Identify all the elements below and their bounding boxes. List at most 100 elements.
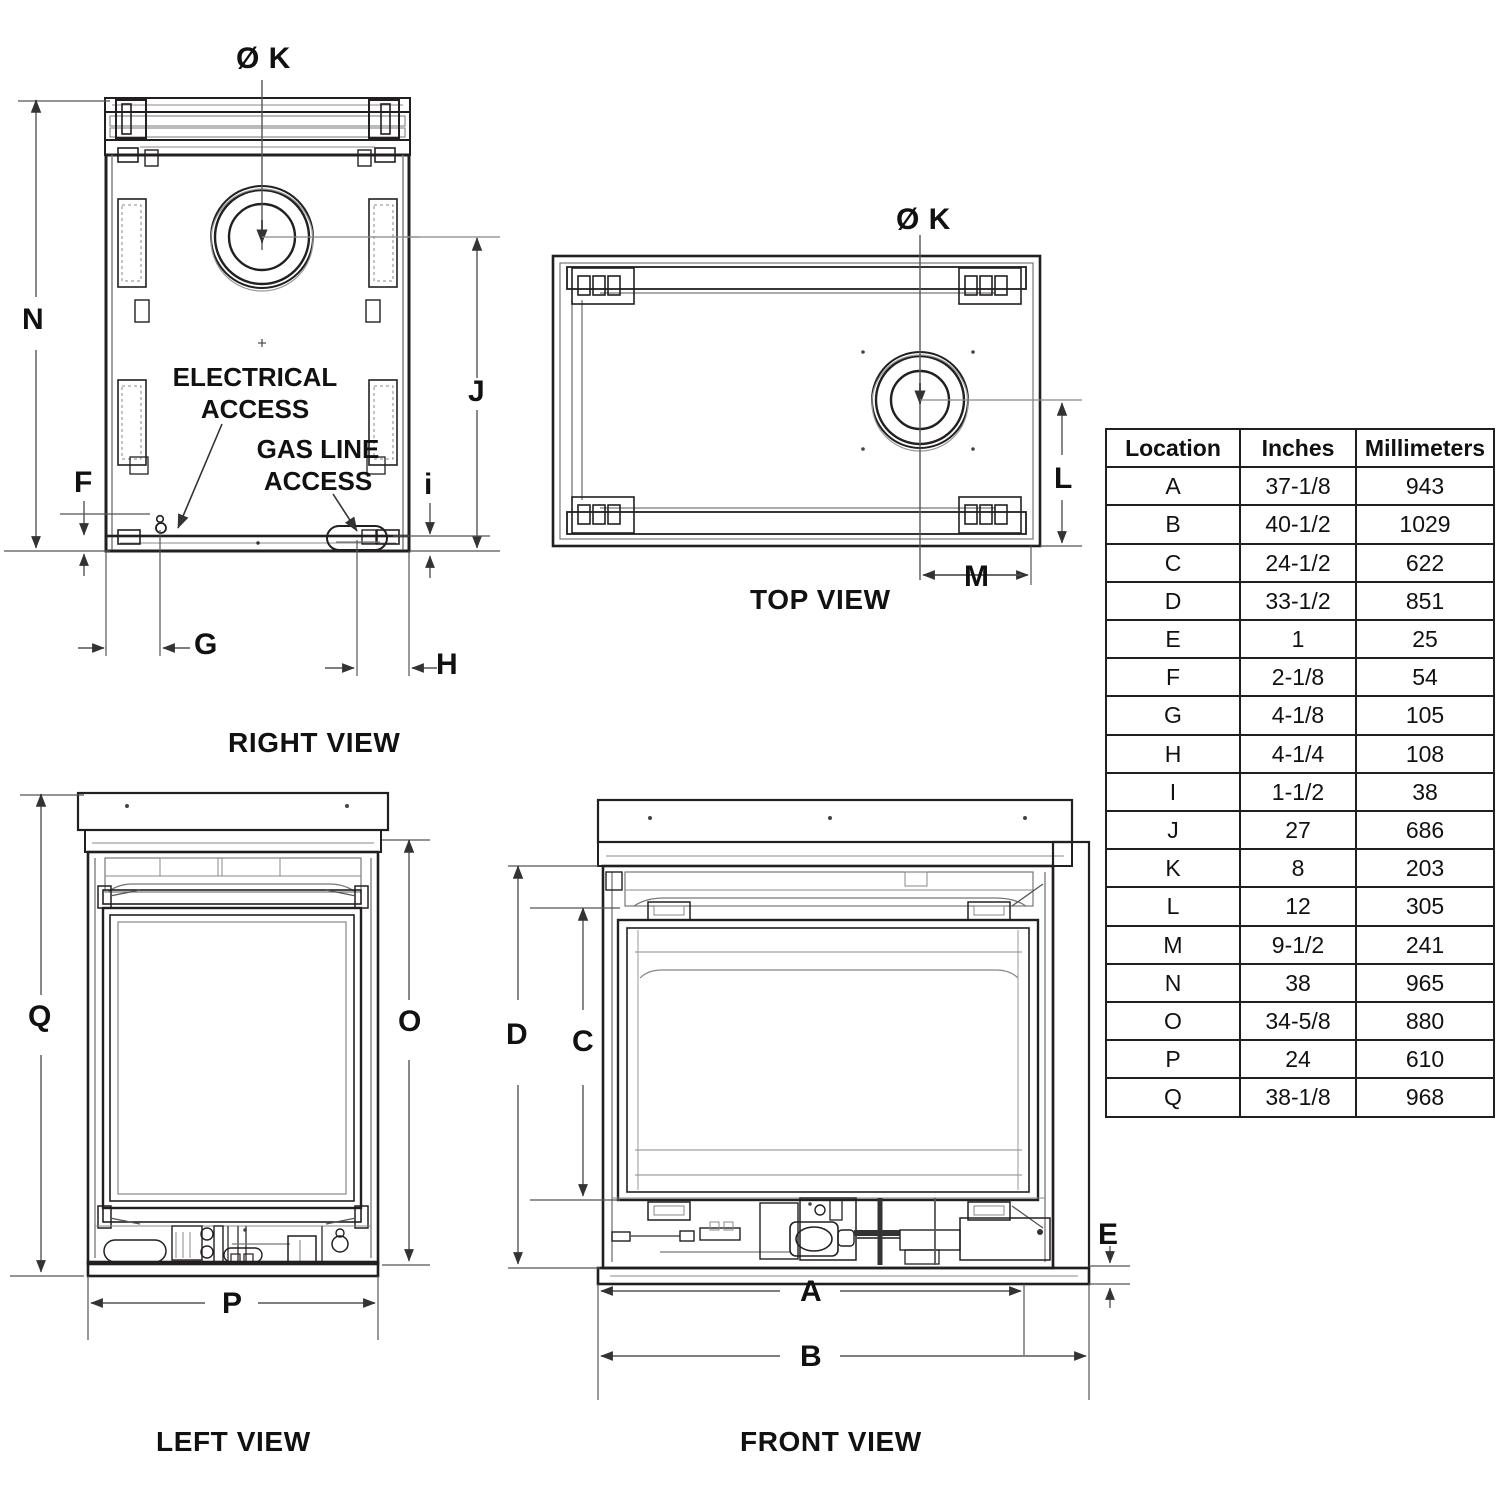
table-cell-location: H: [1105, 733, 1241, 774]
table-cell-location: O: [1105, 1001, 1241, 1042]
view-title-top: TOP VIEW: [750, 584, 891, 615]
table-cell-millimeters: 305: [1355, 886, 1495, 927]
table-cell-millimeters: 968: [1355, 1077, 1495, 1118]
table-cell-location: A: [1105, 466, 1241, 507]
table-cell-location: E: [1105, 619, 1241, 660]
gas-line-access-line2: ACCESS: [263, 465, 373, 496]
table-cell-location: D: [1105, 580, 1241, 622]
table-cell-inches: 24-1/2: [1239, 542, 1357, 583]
dimension-label-d: D: [506, 1018, 529, 1051]
table-cell-location: C: [1105, 542, 1241, 583]
table-cell-inches: 1: [1239, 619, 1357, 660]
table-header-millimeters: Millimeters: [1355, 427, 1495, 469]
front-view-drawing: [508, 798, 1130, 1400]
table-cell-inches: 33-1/2: [1239, 580, 1357, 622]
table-cell-millimeters: 25: [1355, 619, 1495, 660]
table-cell-location: N: [1105, 962, 1241, 1004]
dimension-label-p: P: [222, 1287, 243, 1320]
table-cell-millimeters: 622: [1355, 542, 1495, 583]
left-view-drawing: [10, 791, 430, 1340]
table-cell-location: I: [1105, 771, 1241, 813]
dimension-label-l: L: [1054, 462, 1073, 495]
table-header-row: Location Inches Millimeters: [1105, 427, 1495, 469]
table-cell-inches: 24: [1239, 1039, 1357, 1080]
table-cell-millimeters: 54: [1355, 657, 1495, 698]
dimension-label-n: N: [22, 303, 45, 336]
top-view-drawing: [551, 235, 1082, 585]
table-cell-millimeters: 610: [1355, 1039, 1495, 1080]
dimension-label-j: J: [468, 375, 486, 408]
table-cell-inches: 34-5/8: [1239, 1001, 1357, 1042]
table-cell-location: K: [1105, 848, 1241, 889]
dimension-label-h: H: [436, 648, 459, 681]
view-title-right: RIGHT VIEW: [228, 727, 401, 758]
electrical-access-callout: ELECTRICAL ACCESS: [165, 362, 345, 425]
table-cell-inches: 38-1/8: [1239, 1077, 1357, 1118]
table-cell-inches: 37-1/8: [1239, 466, 1357, 507]
table-cell-location: Q: [1105, 1077, 1241, 1118]
dimension-label-diameter-k-right: Ø K: [236, 42, 291, 75]
table-cell-location: F: [1105, 657, 1241, 698]
table-cell-millimeters: 686: [1355, 810, 1495, 851]
table-cell-location: P: [1105, 1039, 1241, 1080]
table-header-location: Location: [1105, 427, 1241, 469]
table-cell-inches: 4-1/8: [1239, 695, 1357, 736]
dimension-label-m: M: [964, 560, 990, 593]
electrical-access-line1: ELECTRICAL: [172, 362, 338, 392]
table-cell-inches: 1-1/2: [1239, 771, 1357, 813]
table-cell-millimeters: 880: [1355, 1001, 1495, 1042]
view-title-left: LEFT VIEW: [156, 1426, 311, 1457]
table-cell-location: G: [1105, 695, 1241, 736]
dimension-label-diameter-k-top: Ø K: [896, 203, 951, 236]
table-cell-millimeters: 38: [1355, 771, 1495, 813]
dimension-label-c: C: [572, 1025, 595, 1058]
dimension-label-b: B: [800, 1340, 823, 1373]
table-cell-inches: 40-1/2: [1239, 504, 1357, 545]
dimension-label-o: O: [398, 1005, 422, 1038]
dimension-label-g: G: [194, 628, 218, 661]
table-cell-millimeters: 943: [1355, 466, 1495, 507]
dimension-label-q: Q: [28, 1000, 52, 1033]
view-title-front: FRONT VIEW: [740, 1426, 922, 1457]
table-cell-location: L: [1105, 886, 1241, 927]
table-cell-location: M: [1105, 924, 1241, 965]
table-cell-inches: 27: [1239, 810, 1357, 851]
table-header-inches: Inches: [1239, 427, 1357, 469]
right-view-drawing: [4, 80, 500, 676]
gas-line-access-callout: GAS LINE ACCESS: [238, 434, 398, 497]
table-cell-millimeters: 241: [1355, 924, 1495, 965]
dimension-label-i: i: [424, 468, 433, 501]
dimension-label-e: E: [1098, 1218, 1119, 1251]
table-cell-millimeters: 1029: [1355, 504, 1495, 545]
table-cell-inches: 38: [1239, 962, 1357, 1004]
table-cell-inches: 9-1/2: [1239, 924, 1357, 965]
electrical-access-line2: ACCESS: [200, 393, 310, 424]
table-cell-millimeters: 965: [1355, 962, 1495, 1004]
table-cell-millimeters: 105: [1355, 695, 1495, 736]
table-cell-inches: 4-1/4: [1239, 733, 1357, 774]
dimension-label-a: A: [800, 1275, 823, 1308]
table-cell-location: J: [1105, 810, 1241, 851]
table-cell-inches: 12: [1239, 886, 1357, 927]
dimension-label-f: F: [74, 466, 93, 499]
